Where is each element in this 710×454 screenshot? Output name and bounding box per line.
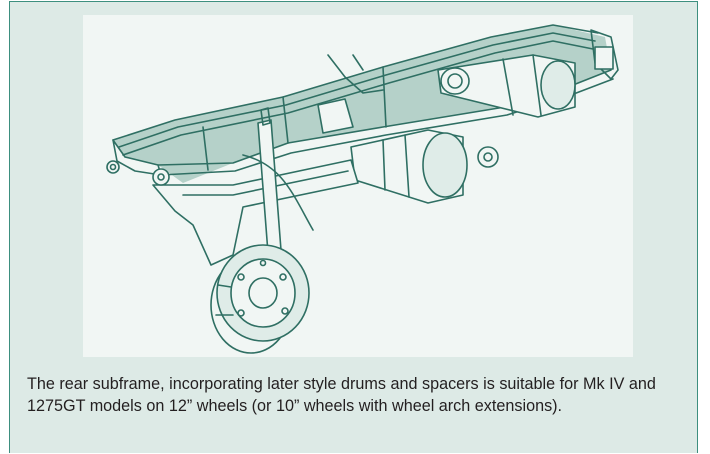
brake-drum <box>210 244 310 354</box>
subframe-illustration <box>83 15 633 357</box>
pivot-bolt <box>477 146 499 168</box>
left-mount-bolt <box>106 160 120 174</box>
right-mount <box>594 46 614 70</box>
brake-pipe <box>242 54 384 231</box>
rear-subframe-drawing <box>106 24 619 354</box>
figure-panel: The rear subframe, incorporating later s… <box>9 1 698 453</box>
radius-arm <box>152 159 359 266</box>
figure-caption: The rear subframe, incorporating later s… <box>27 375 656 415</box>
